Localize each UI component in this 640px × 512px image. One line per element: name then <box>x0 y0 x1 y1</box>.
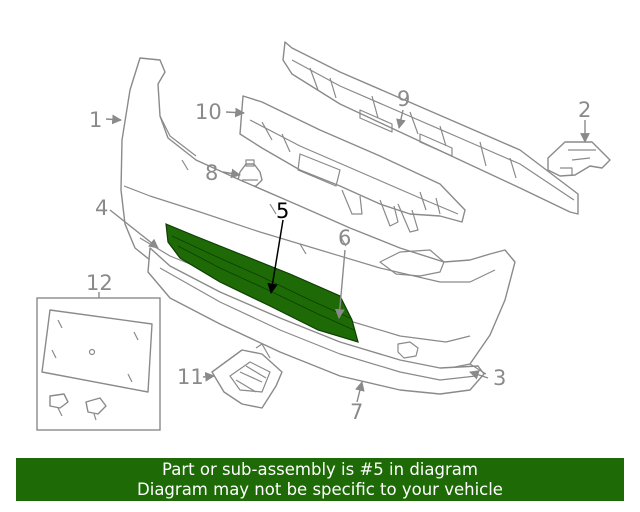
energy-absorber-part-10 <box>239 95 466 233</box>
reinforcement-beam-part-9 <box>282 41 579 215</box>
callout-12: 12 <box>86 271 113 295</box>
screw-icon <box>85 397 107 421</box>
callout-6: 6 <box>338 226 351 250</box>
callout-11: 11 <box>177 365 204 389</box>
banner-line-2: Diagram may not be specific to your vehi… <box>137 480 503 499</box>
bracket-part-2 <box>547 141 611 177</box>
callout-1: 1 <box>89 108 102 132</box>
callout-10: 10 <box>195 100 222 124</box>
info-banner: Part or sub-assembly is #5 in diagram Di… <box>16 458 624 501</box>
bumper-end-part-3 <box>469 363 487 375</box>
callout-3: 3 <box>493 366 506 390</box>
lower-lip-part-7 <box>147 247 485 395</box>
screw-icon <box>49 393 69 417</box>
callout-9: 9 <box>397 87 410 111</box>
callout-5: 5 <box>276 199 289 223</box>
banner-line-1: Part or sub-assembly is #5 in diagram <box>162 460 478 479</box>
grille-part-5 <box>165 223 359 343</box>
bracket-part-11 <box>211 343 283 409</box>
callout-8: 8 <box>205 161 218 185</box>
license-kit-part-12 <box>36 297 161 431</box>
callout-7: 7 <box>350 400 363 424</box>
callout-4: 4 <box>95 196 108 220</box>
callout-2: 2 <box>578 98 591 122</box>
leader-lines <box>98 107 590 403</box>
